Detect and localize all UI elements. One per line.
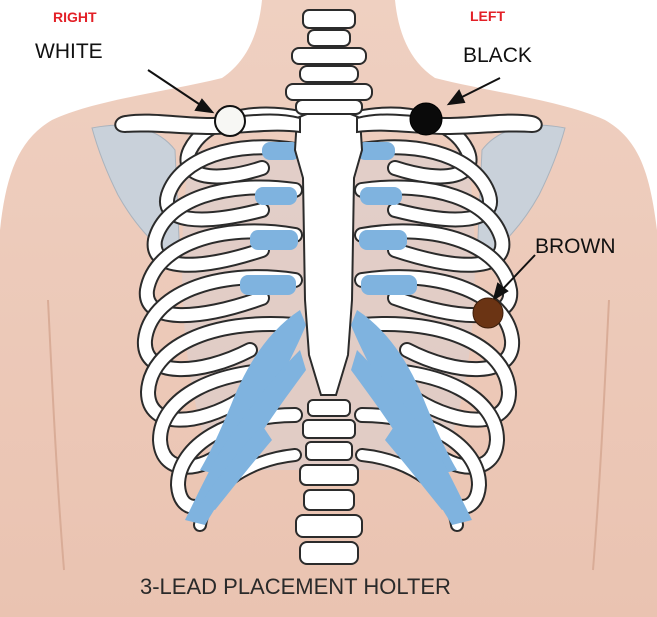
white-label: WHITE (35, 40, 103, 63)
black-label: BLACK (463, 44, 532, 67)
electrode-brown (473, 298, 503, 328)
diagram-caption: 3-LEAD PLACEMENT HOLTER (140, 574, 451, 599)
right-side-label: RIGHT (53, 9, 97, 25)
electrode-white (215, 106, 245, 136)
left-side-label: LEFT (470, 8, 505, 24)
clavicle-left (357, 114, 542, 134)
clavicle-right (115, 114, 300, 134)
electrode-black (410, 103, 442, 135)
brown-label: BROWN (535, 235, 616, 258)
